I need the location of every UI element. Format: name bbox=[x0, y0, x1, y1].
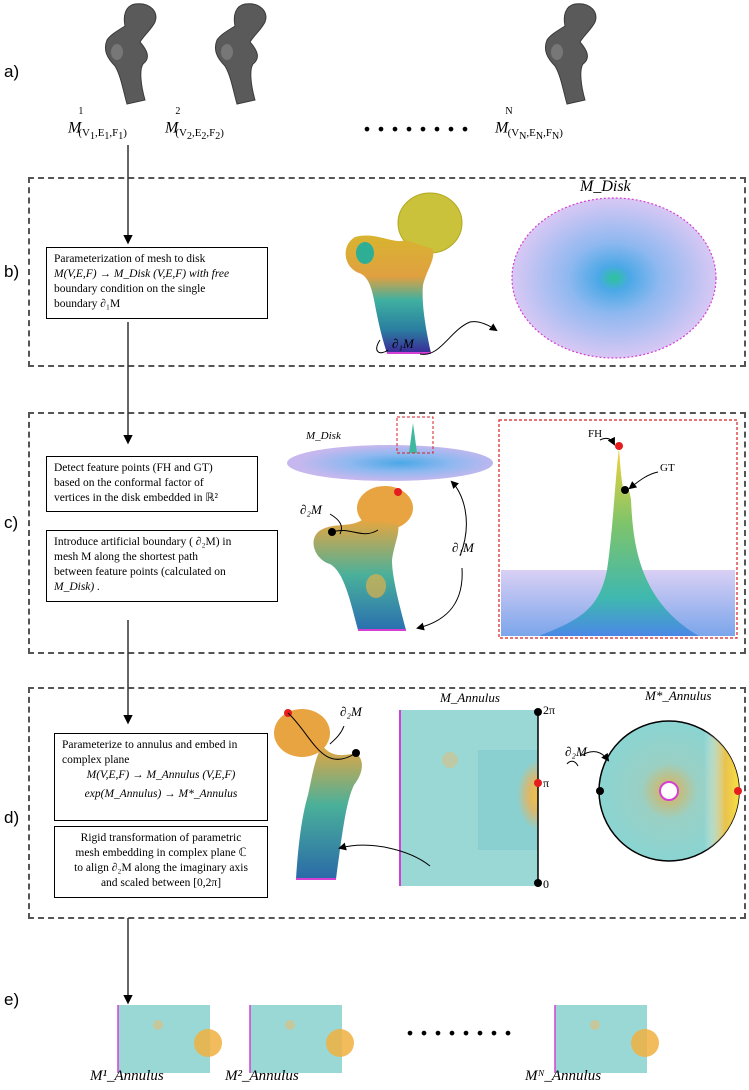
step-b-line2: M(V,E,F) → M_Disk (V,E,F) with free bbox=[54, 268, 230, 280]
femur-mesh-2 bbox=[214, 3, 267, 105]
step-c-textbox-2: Introduce artificial boundary ( ∂₂M) in … bbox=[46, 530, 278, 602]
step-c-box1-line1: Detect feature points (FH and GT) bbox=[54, 462, 213, 474]
step-c-box2-line3: between feature points (calculated on bbox=[54, 566, 226, 578]
annulus-label-1: M¹_Annulus bbox=[90, 1068, 164, 1084]
annulus-label-n: Mᴺ_Annulus bbox=[525, 1068, 602, 1084]
step-d-box2-line1: Rigid transformation of parametric bbox=[80, 832, 242, 844]
tick-pi: π bbox=[543, 776, 550, 790]
step-c-box2-line4: M_Disk) . bbox=[54, 581, 100, 593]
boundary-label-b: ∂₁M bbox=[392, 336, 414, 351]
femur-mesh-1 bbox=[104, 3, 157, 105]
fh-label: FH bbox=[588, 428, 603, 440]
panel-d bbox=[28, 687, 746, 919]
disk-parameterization-b bbox=[511, 197, 717, 359]
gt-label: GT bbox=[660, 462, 675, 474]
step-d-box2-line3: to align ∂₂M along the imaginary axis bbox=[74, 862, 248, 874]
step-d-box1-line1: Parameterize to annulus and embed in bbox=[62, 739, 238, 751]
annulus-title: M_Annulus bbox=[440, 690, 500, 705]
ellipsis-e: ........ bbox=[405, 999, 517, 1044]
panel-c bbox=[28, 412, 746, 654]
step-b-line3: boundary condition on the single bbox=[54, 283, 206, 295]
step-d-box1-line4: exp(M_Annulus) → M*_Annulus bbox=[84, 788, 238, 800]
annulus-star-title: M*_Annulus bbox=[645, 688, 712, 703]
row-label-d: d) bbox=[4, 808, 20, 827]
step-c-box1-line2: based on the conformal factor of bbox=[54, 477, 204, 489]
step-c-textbox-1: Detect feature points (FH and GT) based … bbox=[46, 456, 258, 512]
femur-colored-d bbox=[274, 709, 362, 880]
mesh-label-1: M1(V1,E1,F1) bbox=[68, 106, 127, 143]
annulus-rect-1 bbox=[117, 1005, 222, 1073]
femur-mesh-n bbox=[544, 3, 597, 105]
femur-colored-c bbox=[313, 486, 413, 631]
step-d-textbox-1: Parameterize to annulus and embed in com… bbox=[54, 733, 268, 821]
annulus-parametric-rect bbox=[399, 708, 542, 887]
step-c-box1-line3: vertices in the disk embedded in ℝ² bbox=[54, 492, 218, 504]
femur-colored-b bbox=[345, 192, 463, 354]
tick-0: 0 bbox=[543, 877, 549, 891]
step-d-box1-line2: complex plane bbox=[62, 754, 130, 766]
annulus-rect-n bbox=[554, 1005, 659, 1073]
annulus-rect-2 bbox=[249, 1005, 354, 1073]
step-d-textbox-2: Rigid transformation of parametric mesh … bbox=[54, 826, 268, 898]
row-label-b: b) bbox=[4, 262, 20, 281]
step-c-box2-line2: mesh M along the shortest path bbox=[54, 551, 199, 563]
annulus-complex-plane bbox=[596, 720, 742, 862]
d2m-label-c: ∂₂M bbox=[300, 502, 322, 517]
panel-b bbox=[28, 177, 746, 367]
step-d-box2-line2: mesh embedding in complex plane ℂ bbox=[75, 847, 247, 859]
step-b-line4: boundary ∂₁M bbox=[54, 298, 121, 310]
row-label-e: e) bbox=[4, 990, 20, 1009]
disk-label-c: M_Disk bbox=[306, 430, 341, 442]
mesh-label-n: MN(VN,EN,FN) bbox=[495, 106, 563, 143]
disk-embedded-c bbox=[287, 416, 493, 481]
step-c-box2-line1: Introduce artificial boundary ( ∂₂M) in bbox=[54, 536, 232, 548]
mesh-label-2: M2(V2,E2,F2) bbox=[165, 106, 224, 143]
step-b-textbox: Parameterization of mesh to disk M(V,E,F… bbox=[46, 247, 268, 319]
disk-title-b: M_Disk bbox=[580, 178, 631, 195]
step-d-box1-line3: M(V,E,F) → M_Annulus (V,E,F) bbox=[86, 769, 236, 781]
annulus-label-2: M²_Annulus bbox=[225, 1068, 299, 1084]
d2m-label-d1: ∂₂M bbox=[340, 704, 362, 719]
row-label-a: a) bbox=[4, 62, 20, 81]
row-label-c: c) bbox=[4, 513, 19, 532]
zoom-peak-panel bbox=[498, 419, 738, 639]
tick-2pi: 2π bbox=[543, 703, 556, 717]
step-b-line1: Parameterization of mesh to disk bbox=[54, 253, 206, 265]
step-d-box2-line4: and scaled between [0,2π] bbox=[100, 877, 222, 889]
